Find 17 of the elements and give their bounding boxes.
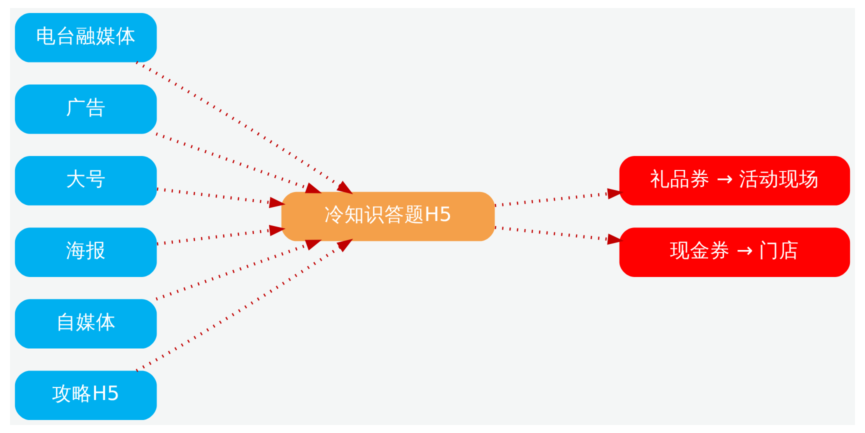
arrow xyxy=(156,224,286,246)
node-box: 海报 xyxy=(14,228,157,277)
arrow xyxy=(156,188,286,208)
arrow xyxy=(156,132,322,194)
node-box: 大号 xyxy=(14,156,157,206)
arrow xyxy=(156,240,322,301)
node-box: 自媒体 xyxy=(14,299,157,348)
arrow xyxy=(136,238,354,372)
arrow xyxy=(494,188,624,208)
arrow xyxy=(136,60,354,194)
node-box: 电台融媒体 xyxy=(14,12,157,62)
node-box: 礼品券 → 活动现场 xyxy=(619,156,850,206)
node-box: 广告 xyxy=(14,84,157,134)
node-box: 攻略H5 xyxy=(14,370,157,420)
node-box: 冷知识答题H5 xyxy=(281,192,495,242)
node-box: 现金券 → 门店 xyxy=(619,228,850,277)
arrow xyxy=(494,226,624,245)
